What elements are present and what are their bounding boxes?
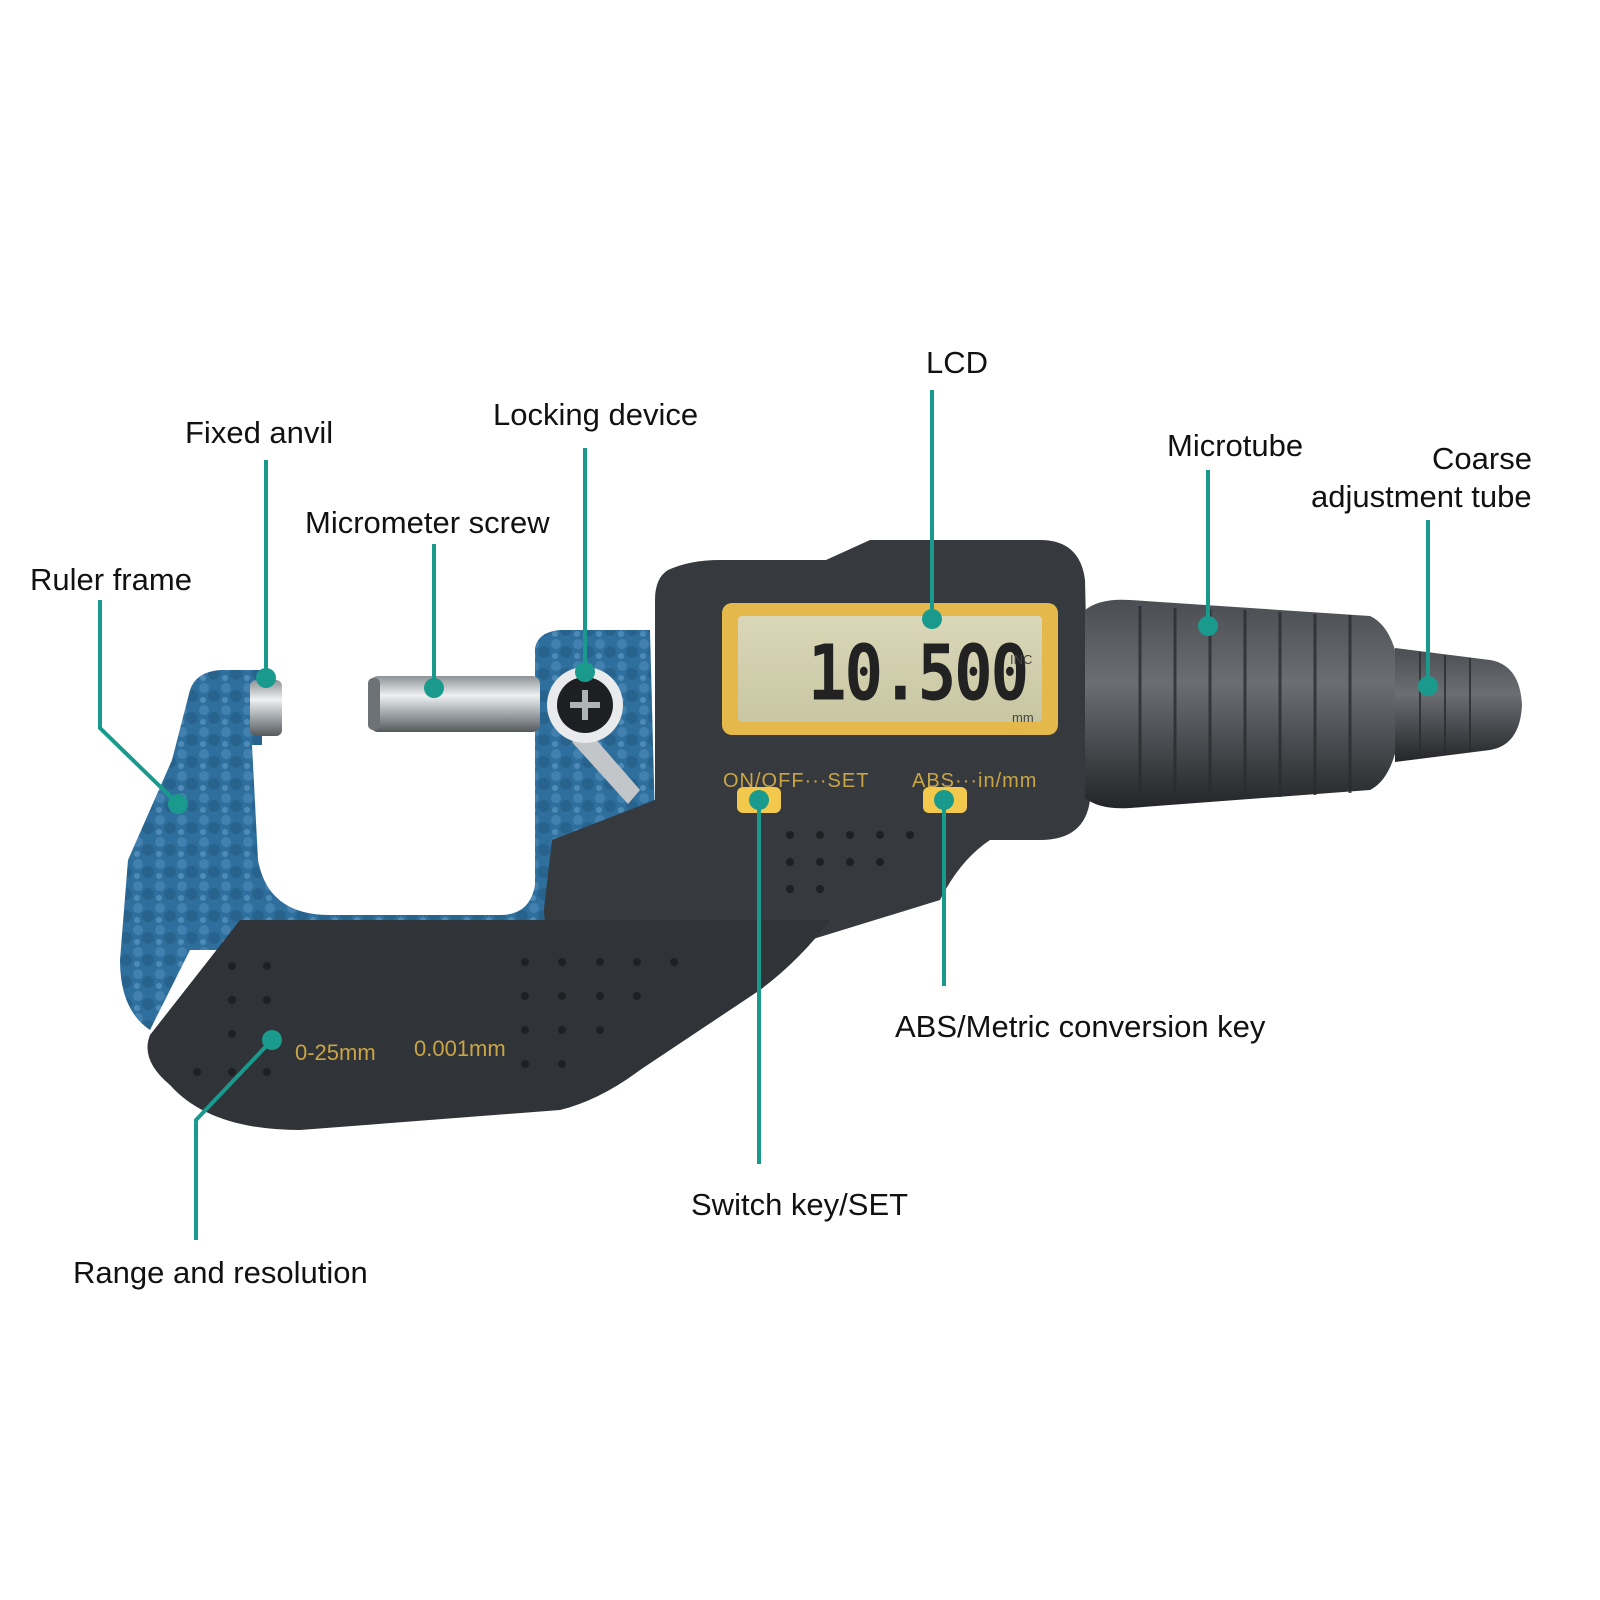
lcd-screen xyxy=(738,616,1042,722)
label-ruler-frame: Ruler frame xyxy=(30,562,192,597)
label-switch-key: Switch key/SET xyxy=(691,1187,909,1222)
leader-ruler-frame xyxy=(98,600,180,806)
lock-shape xyxy=(547,667,640,804)
spindle-shape xyxy=(370,676,540,732)
abs-inmm-label: ABS···in/mm xyxy=(912,770,1038,792)
dot-microtube xyxy=(1198,616,1218,636)
dot-abs-key xyxy=(934,790,954,810)
range-text: 0-25mm xyxy=(295,1040,376,1065)
fixed-anvil-shape xyxy=(250,680,282,736)
dot-coarse-tube xyxy=(1418,676,1438,696)
label-micrometer-screw: Micrometer screw xyxy=(305,505,550,540)
coarse-tube-shape xyxy=(1395,648,1522,762)
grip-dots xyxy=(193,831,914,1076)
lcd-unit-mm: mm xyxy=(1012,710,1034,725)
dot-locking-device xyxy=(575,662,595,682)
label-abs-metric-key: ABS/Metric conversion key xyxy=(895,1009,1266,1044)
label-fixed-anvil: Fixed anvil xyxy=(185,415,334,450)
label-microtube: Microtube xyxy=(1167,428,1304,463)
resolution-text: 0.001mm xyxy=(414,1036,506,1061)
grip-shape xyxy=(147,920,830,1130)
lcd-unit-inc: INC xyxy=(1010,652,1033,667)
label-lcd: LCD xyxy=(926,345,989,380)
on-off-set-label: ON/OFF···SET xyxy=(723,770,870,792)
dot-ruler-frame xyxy=(168,794,188,814)
dot-range xyxy=(262,1030,282,1050)
dot-switch-key xyxy=(749,790,769,810)
leader-range xyxy=(194,1038,274,1240)
dot-micrometer-screw xyxy=(424,678,444,698)
label-range-resolution: Range and resolution xyxy=(73,1255,368,1290)
label-coarse-line2: adjustment tube xyxy=(1311,479,1532,514)
dot-fixed-anvil xyxy=(256,668,276,688)
label-locking-device: Locking device xyxy=(493,397,699,432)
lcd-readout: 10.500 xyxy=(808,630,1029,719)
label-coarse-line1: Coarse xyxy=(1432,441,1532,476)
dot-lcd xyxy=(922,609,942,629)
